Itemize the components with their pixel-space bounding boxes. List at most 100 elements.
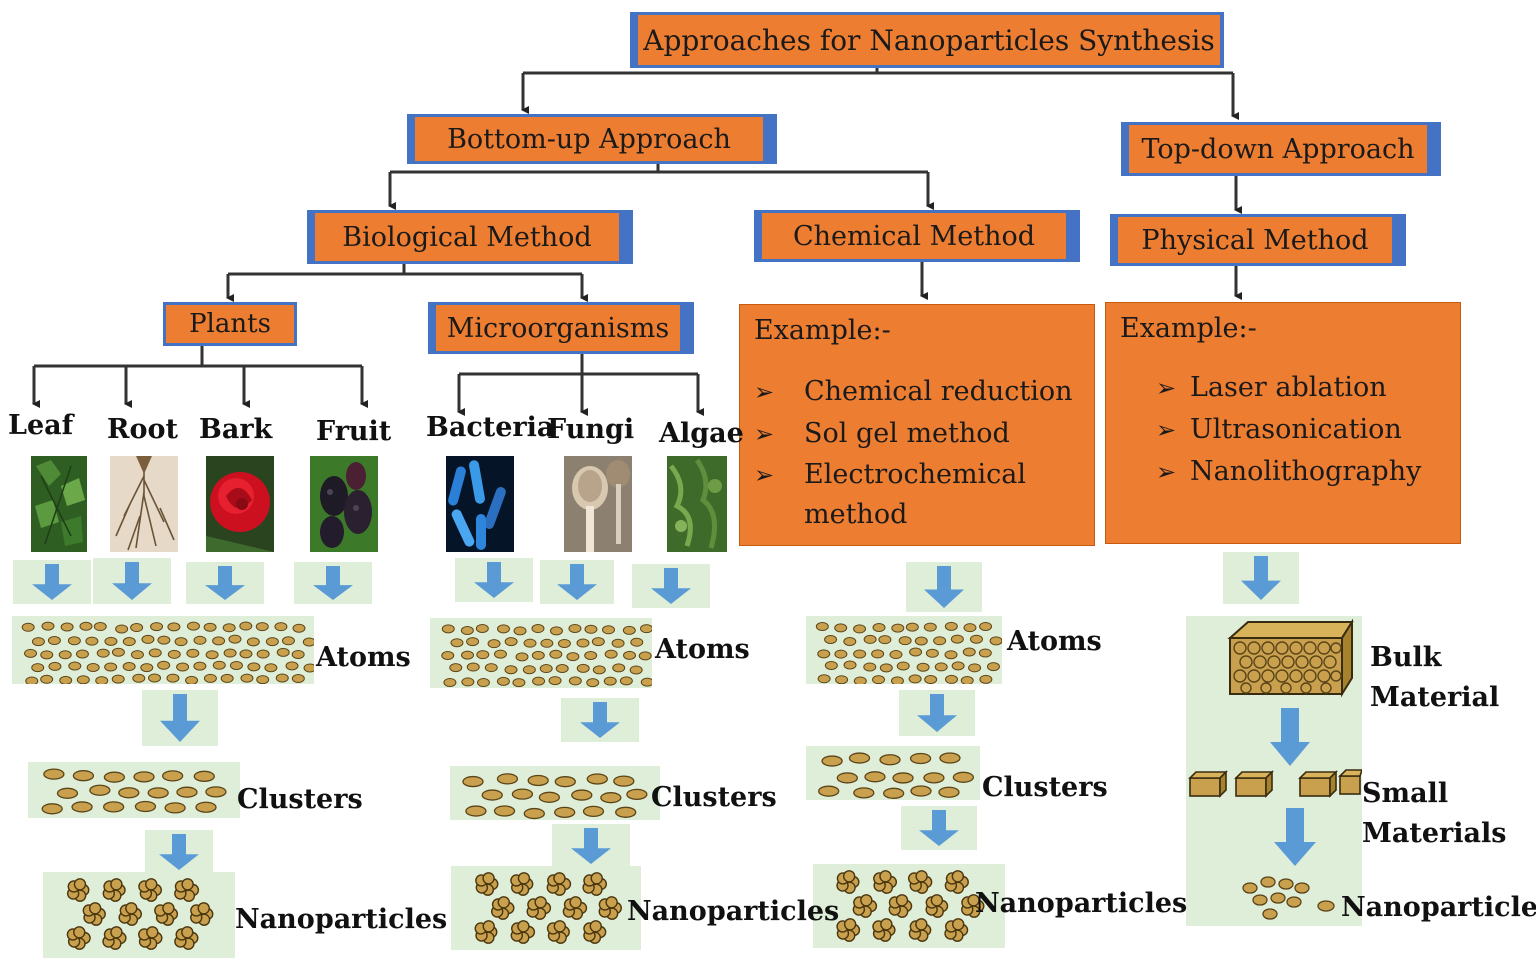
clusters-label: Clusters: [651, 782, 777, 813]
physical-example-item: Nanolithography: [1156, 451, 1456, 493]
small-materials-label: Small Materials: [1362, 778, 1507, 849]
nanoparticles-panel: [43, 872, 235, 958]
atoms-graphic: [441, 623, 652, 688]
nanoparticle: [138, 878, 162, 902]
atoms-graphic: [21, 621, 314, 684]
root-title: Approaches for Nanoparticles Synthesis: [643, 23, 1215, 57]
nano-graphic: [66, 878, 214, 950]
nano-graphic: [836, 870, 985, 942]
nanoparticle: [510, 920, 536, 944]
atoms-panel: [806, 616, 1002, 684]
down-arrow: [540, 560, 614, 604]
down-arrow: [142, 690, 218, 746]
nanoparticle: [562, 896, 588, 920]
physical-examples-box: Example:- Laser ablation Ultrasonication…: [1105, 302, 1461, 544]
nanoparticles-panel: [451, 866, 641, 950]
nanoparticle: [510, 872, 534, 896]
down-arrow: [93, 558, 171, 604]
down-arrow-icon: [32, 564, 72, 600]
nanoparticle: [873, 870, 898, 894]
atoms-label: Atoms: [316, 642, 411, 673]
clusters-panel: [450, 766, 660, 820]
biological-box: Biological Method: [307, 210, 633, 264]
small-cubes: [1188, 769, 1362, 798]
plants-title: Plants: [189, 309, 271, 339]
source-label-root: Root: [107, 414, 178, 445]
physical-example-heading: Example:-: [1120, 313, 1257, 344]
nanoparticle: [82, 902, 106, 926]
bottom-up-box: Bottom-up Approach: [407, 114, 777, 164]
nanoparticle: [925, 894, 949, 918]
nanoparticle: [546, 872, 572, 896]
leaf-image: [31, 456, 87, 552]
tiny-nanoparticles: [1242, 876, 1335, 920]
down-arrow: [899, 690, 975, 736]
down-arrow: [294, 562, 372, 604]
atoms-label: Atoms: [1007, 626, 1102, 657]
nanoparticle: [474, 920, 498, 944]
chemical-examples-box: Example:- Chemical reduction Sol gel met…: [739, 304, 1095, 546]
source-label-fruit: Fruit: [316, 416, 392, 447]
down-arrow: [906, 562, 982, 612]
down-arrow: [901, 806, 977, 850]
atoms-panel: [430, 618, 652, 688]
down-arrow: [145, 830, 213, 874]
down-arrow-icon: [557, 564, 597, 600]
nanoparticle: [66, 926, 91, 950]
chemical-box: Chemical Method: [754, 210, 1080, 262]
source-label-bacteria: Bacteria: [426, 412, 555, 443]
nanoparticle: [491, 896, 515, 920]
down-arrow-icon: [1241, 556, 1281, 600]
down-arrow-icon: [205, 566, 245, 600]
nanoparticles-label: Nanoparticles: [1341, 892, 1536, 923]
down-arrow-icon: [160, 694, 200, 742]
bark-image: [206, 456, 274, 552]
top-down-box: Top-down Approach: [1121, 122, 1441, 176]
down-arrow-icon: [159, 834, 199, 870]
source-label-leaf: Leaf: [8, 410, 74, 441]
down-arrow-icon: [571, 828, 611, 864]
nanoparticles-label: Nanoparticles: [975, 888, 1188, 919]
nanoparticle: [836, 918, 861, 942]
nanoparticle: [102, 878, 126, 902]
nanoparticle: [908, 918, 932, 942]
plants-box: Plants: [163, 302, 297, 346]
physical-box: Physical Method: [1110, 214, 1406, 266]
source-label-algae: Algae: [659, 418, 744, 449]
atoms-label: Atoms: [655, 634, 750, 665]
nanoparticle: [190, 902, 214, 926]
down-arrow-icon: [919, 810, 959, 846]
clusters-panel: [28, 762, 240, 818]
clusters-panel: [806, 746, 980, 800]
nanoparticle: [582, 872, 608, 896]
down-arrow: [561, 698, 639, 742]
top-down-title: Top-down Approach: [1141, 133, 1415, 165]
bottom-up-title: Bottom-up Approach: [447, 123, 731, 155]
clusters-graphic: [462, 773, 648, 820]
nanoparticle: [907, 870, 933, 894]
bulk-material-label: Bulk Material: [1370, 642, 1500, 713]
nanoparticle: [546, 920, 570, 944]
down-arrow-icon: [580, 702, 620, 738]
fungi-image: [564, 456, 632, 552]
chemical-title: Chemical Method: [792, 220, 1036, 252]
atoms-panel: [12, 616, 314, 684]
nanoparticle: [944, 918, 969, 942]
down-arrow: [1223, 552, 1299, 604]
nanoparticle: [961, 894, 985, 918]
nanoparticle: [66, 878, 90, 902]
down-arrow: [186, 562, 264, 604]
down-arrow-icon: [313, 566, 353, 600]
chemical-example-heading: Example:-: [754, 315, 891, 346]
nanoparticle: [102, 926, 127, 950]
nanoparticle: [872, 918, 896, 942]
root-image: [110, 456, 178, 552]
nanoparticle: [475, 872, 499, 896]
nanoparticle: [944, 870, 969, 894]
top-down-stages-panel: [1186, 616, 1362, 926]
nanoparticle: [118, 902, 142, 926]
nanoparticles-label: Nanoparticles: [627, 896, 840, 927]
nanoparticle: [526, 896, 552, 920]
down-arrow-icon: [474, 562, 514, 598]
